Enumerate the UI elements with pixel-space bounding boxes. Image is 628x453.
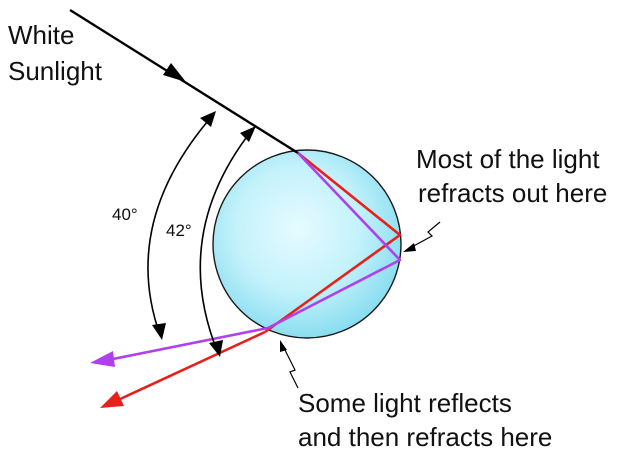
sunlight-label-line1: White <box>8 20 74 50</box>
angle-arc-42-arrow-top <box>240 126 256 142</box>
reflect-label-line2: and then refracts here <box>298 422 552 452</box>
reflect-label-line1: Some light reflects <box>298 388 512 418</box>
refract-out-label-line2: refracts out here <box>418 178 607 208</box>
violet-arrowhead <box>90 351 115 367</box>
sunlight-ray <box>70 10 298 153</box>
angle-label-40: 40° <box>112 205 138 224</box>
refract-out-leader <box>410 222 440 248</box>
violet-exit-ray <box>108 328 268 360</box>
angle-arc-40-arrow-bottom <box>152 323 166 340</box>
sunlight-direction-arrow <box>163 63 186 82</box>
reflect-leader <box>283 346 298 388</box>
refract-out-label-line1: Most of the light <box>416 144 600 174</box>
reflect-leader-arrow <box>280 340 287 352</box>
angle-label-42: 42° <box>166 221 192 240</box>
water-droplet <box>213 150 401 338</box>
angle-arc-40-arrow-top <box>200 111 216 127</box>
refract-out-leader-arrow <box>403 243 416 252</box>
sunlight-label-line2: Sunlight <box>8 56 103 86</box>
red-arrowhead <box>100 391 124 408</box>
